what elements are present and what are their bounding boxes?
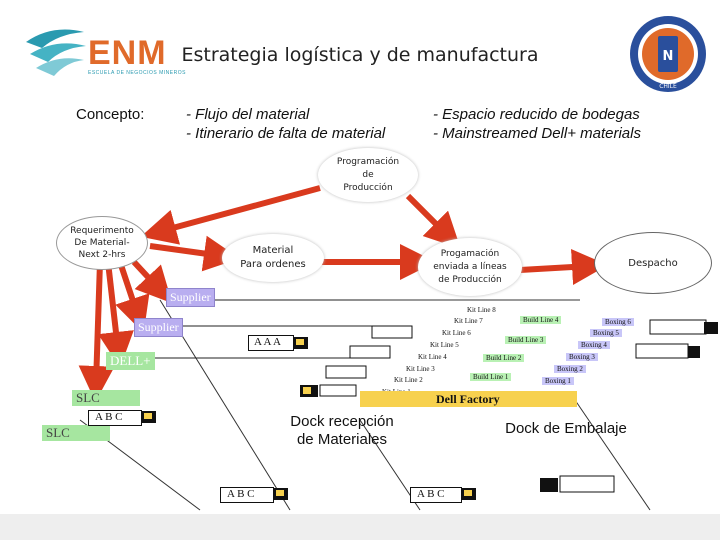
dock-recepcion-line: Dock recepción [280, 413, 404, 431]
boxing-line-label: Boxing 5 [590, 329, 622, 337]
boxing-line-label: Boxing 3 [566, 353, 598, 361]
build-line-label: Build Line 4 [520, 316, 561, 324]
delivery-truck [636, 344, 688, 358]
build-line-label: Build Line 2 [483, 354, 524, 362]
boxing-line-label: Boxing 1 [542, 377, 574, 385]
kit-line-label: Kit Line 6 [440, 329, 473, 337]
boxing-line-label: Boxing 2 [554, 365, 586, 373]
kit-line-label: Kit Line 3 [404, 365, 437, 373]
kit-line-label: Kit Line 2 [392, 376, 425, 384]
kit-truck [326, 366, 366, 378]
build-line-label: Build Line 3 [505, 336, 546, 344]
kit-line-label: Kit Line 5 [428, 341, 461, 349]
boxing-line-label: Boxing 6 [602, 318, 634, 326]
kit-line-label: Kit Line 8 [465, 306, 498, 314]
dock-embalaje-label: Dock de Embalaje [494, 420, 638, 438]
kit-truck [372, 326, 412, 338]
delivery-truck [560, 476, 614, 492]
truck-cab-icon [540, 478, 558, 492]
dell-factory-label: Dell Factory [360, 391, 577, 407]
kit-line-label: Kit Line 7 [452, 317, 485, 325]
kit-truck [350, 346, 390, 358]
build-line-label: Build Line 1 [470, 373, 511, 381]
dock-recepcion-line: de Materiales [280, 431, 404, 449]
dock-recepcion-label: Dock recepción de Materiales [280, 413, 404, 449]
kit-line-label: Kit Line 4 [416, 353, 449, 361]
truck-cab-icon [704, 322, 718, 334]
truck-cab-icon [688, 346, 700, 358]
delivery-truck [650, 320, 706, 334]
kit-truck [320, 385, 356, 396]
boxing-line-label: Boxing 4 [578, 341, 610, 349]
